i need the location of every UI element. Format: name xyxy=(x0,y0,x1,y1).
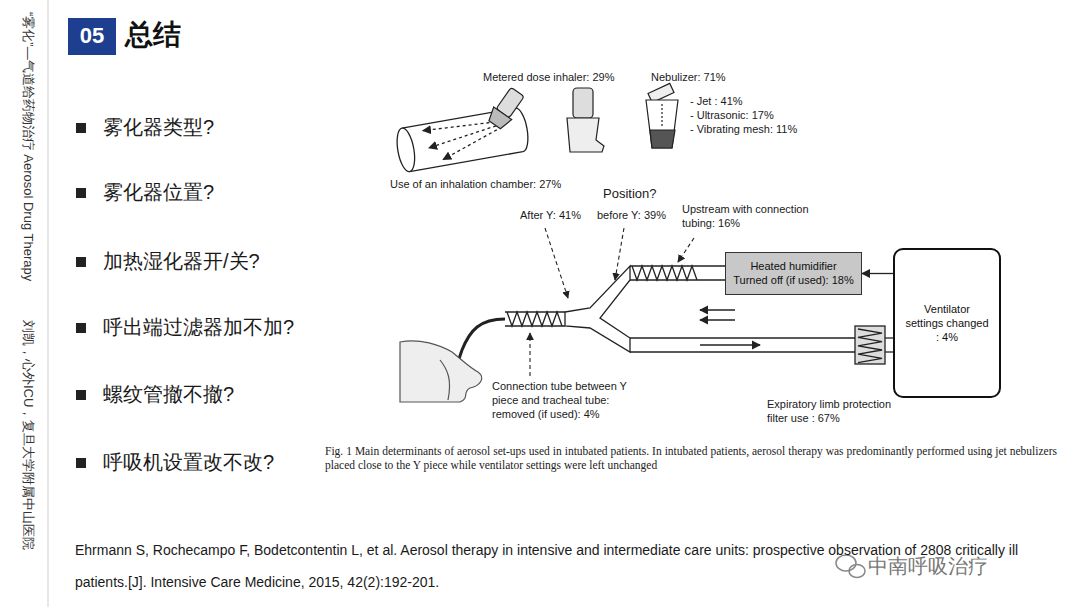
ventilator-circuit xyxy=(700,344,760,345)
watermark: 中南呼吸治疗 xyxy=(868,554,988,579)
figure-label: - Vibrating mesh: 11% xyxy=(690,123,797,137)
figure-label: Expiratory limb protection filter use : … xyxy=(767,398,902,426)
bullet-square xyxy=(76,458,86,468)
position-arrow xyxy=(545,228,568,298)
ventilator-circuit xyxy=(630,337,855,338)
nebulizer xyxy=(650,130,675,148)
slide-title: 总结 xyxy=(125,17,181,52)
ventilator-circuit xyxy=(700,309,735,310)
figure-heading: Position? xyxy=(603,186,656,202)
inhalation-chamber xyxy=(515,107,531,152)
figure-label: - Ultrasonic: 17% xyxy=(690,109,774,123)
bullet-text: 呼出端过滤器加不加? xyxy=(103,315,294,340)
bullet-square xyxy=(76,323,86,333)
inhalation-chamber xyxy=(394,127,417,173)
bullet-square xyxy=(76,123,86,133)
patient-head xyxy=(440,360,450,400)
figure-label: before Y: 39% xyxy=(597,209,666,223)
ventilator-circuit xyxy=(700,319,735,320)
inhalation-chamber xyxy=(427,126,498,148)
humidifier-box: Heated humidifierTurned off (if used): 1… xyxy=(725,252,862,295)
ventilator-circuit xyxy=(632,266,697,280)
mdi-on-chamber xyxy=(486,107,512,131)
bullet-square xyxy=(76,188,86,198)
nebulizer xyxy=(646,100,678,148)
position-arrow xyxy=(530,228,694,376)
metered-dose-inhaler xyxy=(573,88,593,118)
ventilator-circuit xyxy=(505,311,565,312)
figure-label: Connection tube between Y piece and trac… xyxy=(492,380,652,421)
figure-label: Nebulizer: 71% xyxy=(651,71,726,85)
divider-line xyxy=(48,0,49,607)
wechat-icon xyxy=(836,555,865,578)
bullet-square xyxy=(76,257,86,267)
ventilator-circuit xyxy=(630,351,855,352)
mdi-on-chamber xyxy=(486,86,527,131)
bullet-text: 螺纹管撤不撤? xyxy=(103,382,234,407)
bullet-square xyxy=(76,123,86,468)
ventilator-circuit xyxy=(858,329,882,363)
side-note: 刘凯，心外ICU，复旦大学附属中山医院 xyxy=(20,320,36,600)
inhalation-chamber xyxy=(423,118,496,135)
figure-label: Use of an inhalation chamber: 27% xyxy=(390,178,561,192)
bullet-text: 雾化器类型? xyxy=(103,115,214,140)
bullet-text: 加热湿化器开/关? xyxy=(103,249,260,274)
metered-dose-inhaler xyxy=(567,88,604,152)
ventilator-circuit xyxy=(565,266,630,352)
bullet-text: 雾化器位置? xyxy=(103,180,214,205)
bullet-text: 呼吸机设置改不改? xyxy=(103,450,274,475)
ventilator-circuit xyxy=(885,337,893,338)
position-arrow xyxy=(615,228,624,280)
position-arrow xyxy=(678,238,694,262)
metered-dose-inhaler xyxy=(567,118,604,152)
node-text: Heated humidifier xyxy=(750,259,836,273)
inhalation-chamber xyxy=(440,130,501,160)
ventilator-circuit xyxy=(855,326,885,364)
side-note: “雾化”—气道给药物治疗 Aerosol Drug Therapy xyxy=(20,12,36,302)
tube-connector xyxy=(862,273,893,274)
nebulizer xyxy=(661,104,662,128)
nebulizer xyxy=(646,83,678,148)
node-text: 05 xyxy=(80,22,104,51)
ventilator-circuit xyxy=(507,312,562,326)
figure-label: Upstream with connection tubing: 16% xyxy=(682,203,817,231)
figure-label: After Y: 41% xyxy=(520,209,581,223)
section-number-box: 05 xyxy=(68,18,116,55)
ventilator-circuit xyxy=(450,266,893,385)
wechat-icon xyxy=(849,565,865,578)
ventilator-box: Ventilator settings changed : 4% xyxy=(893,248,1001,398)
bullet-square xyxy=(76,390,86,400)
inhalation-chamber xyxy=(410,152,523,172)
position-arrow xyxy=(529,333,530,376)
inhalation-chamber xyxy=(423,118,500,162)
ventilator-circuit xyxy=(885,351,893,352)
patient-head xyxy=(400,341,482,402)
figure-caption: Fig. 1 Main determinants of aerosol set-… xyxy=(325,444,1057,472)
node-text: Ventilator settings changed : 4% xyxy=(905,302,989,345)
patient-head xyxy=(400,341,482,402)
node-text: Turned off (if used): 18% xyxy=(733,273,853,287)
ventilator-circuit xyxy=(505,325,565,326)
figure-label: Metered dose inhaler: 29% xyxy=(483,71,614,85)
ventilator-circuit xyxy=(630,265,725,266)
figure-label: - Jet : 41% xyxy=(690,95,743,109)
